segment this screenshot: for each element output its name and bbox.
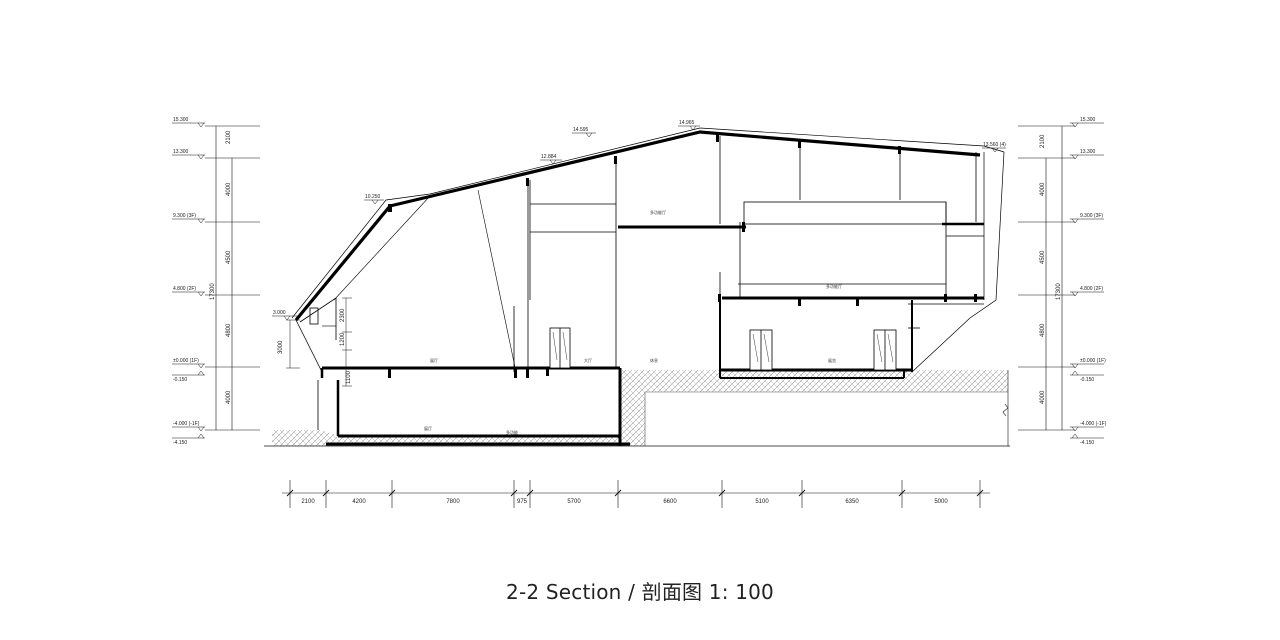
svg-text:4000: 4000	[1040, 390, 1046, 404]
svg-text:4500: 4500	[1040, 250, 1046, 264]
svg-text:14.965: 14.965	[679, 120, 695, 126]
svg-text:17300: 17300	[1056, 283, 1062, 300]
roof-level-markers	[272, 125, 1006, 321]
left-level-markers	[172, 122, 205, 439]
dim-label: 5000	[934, 499, 948, 505]
level-label: -4.150	[1080, 440, 1094, 446]
room-label: 展厅	[430, 357, 438, 363]
left-level-labels: 15.300 13.300 9.300 (3F) 4.800 (2F) ±0.0…	[173, 117, 200, 446]
left-dimension-chain	[205, 125, 260, 431]
door	[749, 329, 773, 371]
svg-text:3.000: 3.000	[273, 310, 286, 316]
level-label: 9.300 (3F)	[1080, 213, 1103, 219]
dim-label: 6350	[845, 499, 859, 505]
level-label: -4.000 (-1F)	[173, 421, 200, 427]
level-label: ±0.000 (1F)	[1080, 358, 1106, 364]
level-label: 15.300	[1080, 117, 1096, 123]
svg-text:4000: 4000	[226, 182, 232, 196]
svg-text:4000: 4000	[226, 390, 232, 404]
drawing-caption: 2-2 Section / 剖面图 1: 100	[506, 580, 774, 604]
svg-text:12.884: 12.884	[541, 154, 557, 160]
roof-level-labels: 14.595 14.965 12.884 10.250 13.560 (4) 3…	[273, 120, 1006, 316]
dim-label: 5700	[567, 499, 581, 505]
svg-text:10.250: 10.250	[365, 194, 381, 200]
level-label: 9.300 (3F)	[173, 213, 196, 219]
room-label: 大厅	[584, 357, 592, 363]
level-label: 13.300	[173, 149, 189, 155]
interior-walls	[317, 136, 984, 430]
level-label: 4.800 (2F)	[173, 286, 196, 292]
level-label: -4.150	[173, 440, 187, 446]
svg-text:13.560 (4): 13.560 (4)	[983, 142, 1006, 148]
room-labels: 多功能厅 多功能厅 展厅 大厅 休息 展览 展厅 多功能	[424, 209, 842, 435]
svg-text:4800: 4800	[1040, 323, 1046, 337]
level-label: -0.150	[173, 377, 187, 383]
dim-label: 6600	[663, 499, 677, 505]
total-height-label: 17300	[210, 283, 216, 300]
bottom-dimension-chain	[282, 480, 990, 508]
dim-label: 4200	[352, 499, 366, 505]
level-label: 15.300	[173, 117, 189, 123]
room-label: 多功能	[506, 429, 518, 435]
dim-label: 2100	[301, 499, 315, 505]
dim-label: 5100	[755, 499, 769, 505]
left-vertical-dims: 2100 4000 4500 4800 4000 17300	[210, 130, 232, 404]
svg-text:3000: 3000	[278, 340, 284, 354]
level-label: 4.800 (2F)	[1080, 286, 1103, 292]
right-level-markers	[1070, 122, 1104, 439]
bottom-dim-ticks	[286, 489, 984, 497]
room-label: 展览	[828, 357, 836, 363]
svg-text:4800: 4800	[226, 323, 232, 337]
room-label: 多功能厅	[650, 209, 666, 215]
door	[873, 329, 897, 371]
inner-dim-labels: 3000 2300 1200 1100	[278, 308, 352, 384]
svg-text:1200: 1200	[340, 332, 346, 346]
door	[549, 327, 571, 369]
svg-text:1100: 1100	[346, 370, 352, 384]
dim-label: 7800	[446, 499, 460, 505]
level-label: ±0.000 (1F)	[173, 358, 199, 364]
inner-vertical-dims	[286, 297, 352, 387]
level-label: 13.300	[1080, 149, 1096, 155]
right-dimension-chain	[1018, 125, 1075, 431]
room-label: 休息	[650, 357, 658, 363]
level-label: -0.150	[1080, 377, 1094, 383]
right-level-labels: 15.300 13.300 9.300 (3F) 4.800 (2F) ±0.0…	[1080, 117, 1107, 446]
svg-text:14.595: 14.595	[573, 127, 589, 133]
svg-text:2100: 2100	[1040, 134, 1046, 148]
canopy-detail	[309, 307, 336, 327]
dim-label: 975	[517, 499, 528, 505]
svg-text:4000: 4000	[1040, 182, 1046, 196]
level-label: -4.000 (-1F)	[1080, 421, 1107, 427]
svg-text:2100: 2100	[226, 130, 232, 144]
ground-hatch	[264, 370, 1010, 447]
svg-text:4500: 4500	[226, 250, 232, 264]
roof-outline	[291, 127, 1005, 373]
svg-text:2300: 2300	[340, 308, 346, 322]
doors	[549, 327, 897, 371]
room-label: 多功能厅	[826, 283, 842, 289]
bottom-dim-labels: 2100 4200 7800 975 5700 6600 5100 6350 5…	[301, 499, 948, 505]
right-vertical-dims: 2100 4000 4500 4800 4000 17300	[1040, 134, 1062, 404]
beams	[388, 134, 977, 378]
room-label: 展厅	[424, 425, 432, 431]
